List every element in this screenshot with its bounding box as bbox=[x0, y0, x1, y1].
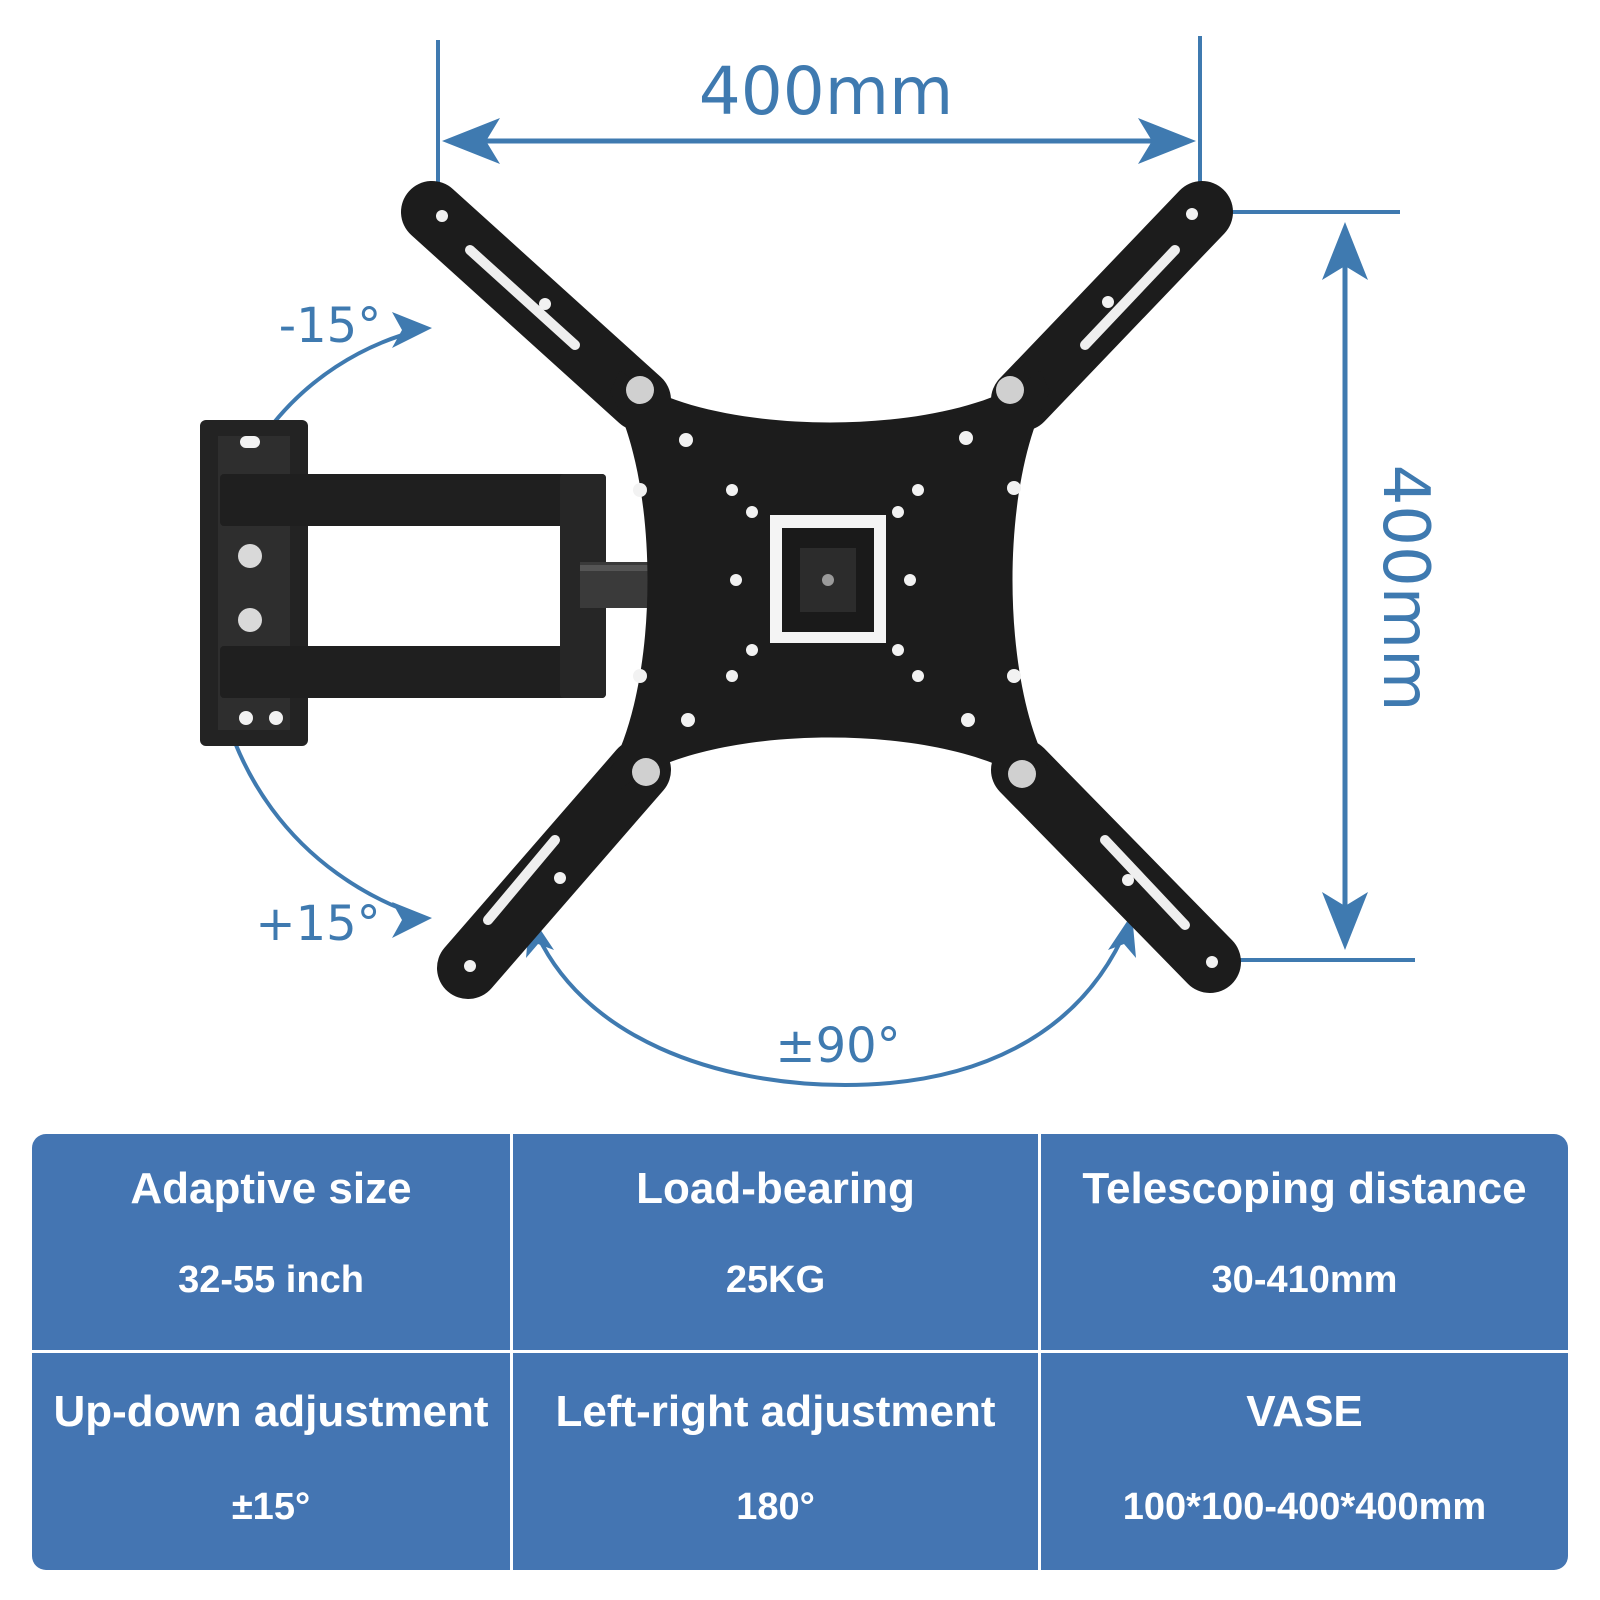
arrow-right-icon bbox=[1138, 118, 1196, 164]
tilt-up-label: -15° bbox=[279, 298, 381, 354]
spec-label: Load-bearing bbox=[636, 1164, 915, 1213]
spec-cell-adaptive-size: Adaptive size 32-55 inch bbox=[32, 1134, 510, 1350]
spec-table: Adaptive size 32-55 inch Load-bearing 25… bbox=[32, 1134, 1568, 1570]
spec-label: VASE bbox=[1246, 1387, 1363, 1436]
arrow-down-icon bbox=[1322, 892, 1368, 950]
width-label: 400mm bbox=[699, 53, 954, 130]
swivel-indicator: ±90° bbox=[526, 914, 1136, 1088]
tilt-indicator: -15° +15° bbox=[207, 298, 432, 952]
column-divider bbox=[1038, 1134, 1041, 1570]
spec-cell-load-bearing: Load-bearing 25KG bbox=[513, 1134, 1038, 1350]
spec-label: Adaptive size bbox=[130, 1164, 412, 1213]
column-divider bbox=[510, 1134, 513, 1570]
spec-label: Telescoping distance bbox=[1082, 1164, 1527, 1213]
height-label: 400mm bbox=[1368, 465, 1442, 712]
spec-value: ±15° bbox=[231, 1486, 311, 1528]
spec-value: 30-410mm bbox=[1211, 1259, 1398, 1301]
arrow-tilt-down-icon bbox=[392, 902, 432, 938]
arrow-up-icon bbox=[1322, 222, 1368, 280]
row-divider bbox=[32, 1350, 1568, 1353]
spec-label: Up-down adjustment bbox=[53, 1387, 489, 1436]
tv-mount-diagram: 400mm 400mm -15° +15° ±90° bbox=[200, 36, 1442, 1088]
arrow-left-icon bbox=[442, 118, 500, 164]
vesa-bracket bbox=[401, 181, 1241, 999]
spec-cell-up-down-adjustment: Up-down adjustment ±15° bbox=[32, 1353, 510, 1570]
spec-value: 100*100-400*400mm bbox=[1122, 1486, 1487, 1528]
spec-cell-left-right-adjustment: Left-right adjustment 180° bbox=[513, 1353, 1038, 1570]
width-dimension: 400mm bbox=[436, 36, 1202, 200]
arrow-tilt-up-icon bbox=[392, 312, 432, 348]
spec-value: 25KG bbox=[725, 1259, 826, 1301]
swivel-label: ±90° bbox=[775, 1018, 900, 1074]
tilt-down-label: +15° bbox=[255, 896, 380, 952]
spec-label: Left-right adjustment bbox=[555, 1387, 996, 1436]
spec-value: 180° bbox=[736, 1486, 815, 1528]
height-dimension: 400mm bbox=[1208, 210, 1442, 962]
spec-value: 32-55 inch bbox=[178, 1259, 364, 1301]
articulating-arm bbox=[220, 474, 680, 698]
arrow-swivel-right-icon bbox=[1108, 914, 1136, 958]
spec-cell-telescoping-distance: Telescoping distance 30-410mm bbox=[1041, 1134, 1568, 1350]
spec-cell-vase: VASE 100*100-400*400mm bbox=[1041, 1353, 1568, 1570]
